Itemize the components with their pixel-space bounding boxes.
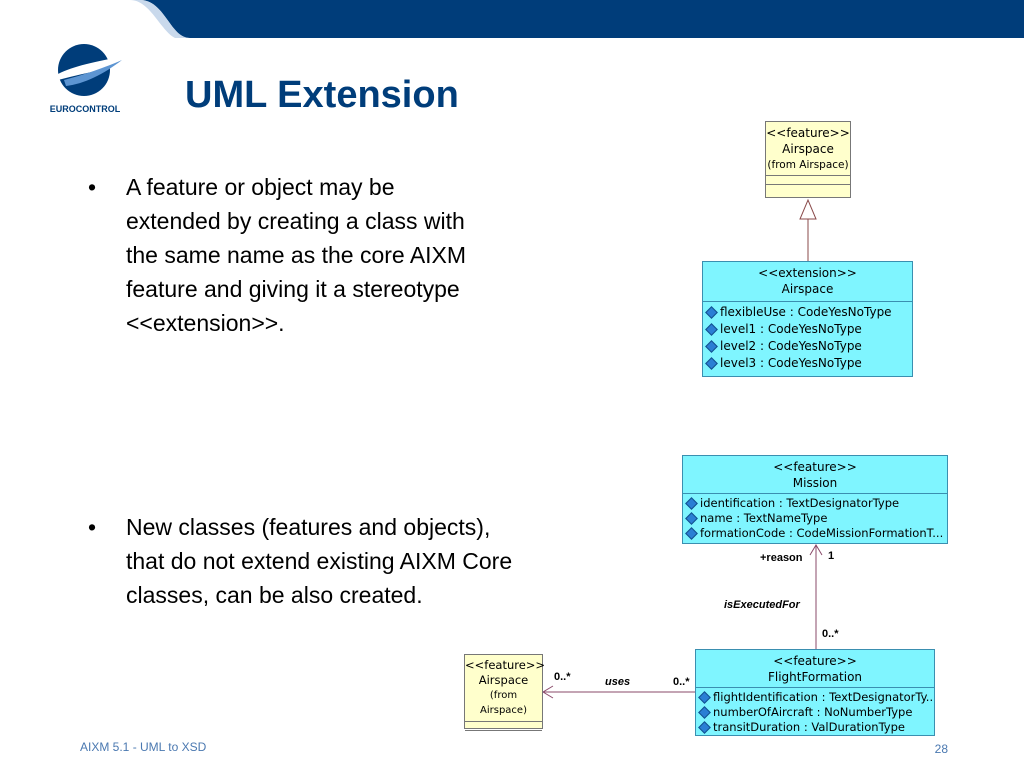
bullet-extension: • A feature or object may be extended by… [88, 170, 568, 350]
attribute-row: level3 : CodeYesNoType [705, 355, 908, 372]
attribute-icon [705, 323, 718, 336]
class-name: Airspace [478, 673, 529, 687]
attribute-icon [698, 691, 711, 704]
role-label-reason: +reason [760, 552, 803, 564]
multiplicity-formation-uses: 0..* [673, 676, 690, 688]
bullet-text: New classes (features and objects), that… [126, 514, 513, 608]
attribute-row: identification : TextDesignatorType [685, 496, 943, 511]
compartment-divider [703, 301, 912, 302]
class-stereotype: <<feature>> [465, 658, 546, 672]
class-name: Airspace [781, 282, 834, 296]
multiplicity-mission: 1 [828, 550, 835, 562]
association-arrowhead [809, 544, 823, 556]
generalization-arrowhead [799, 198, 817, 220]
association-arrowhead [542, 685, 554, 699]
attribute-row: formationCode : CodeMissionFormationT... [685, 526, 943, 541]
multiplicity-airspace: 0..* [554, 671, 571, 683]
attribute-row: name : TextNameType [685, 511, 943, 526]
compartment-divider [766, 175, 850, 184]
attribute-row: transitDuration : ValDurationType [698, 720, 930, 735]
class-name: FlightFormation [767, 670, 863, 684]
page-number: 28 [934, 742, 948, 756]
attribute-icon [705, 340, 718, 353]
compartment-divider [766, 184, 850, 185]
attribute-icon [698, 721, 711, 734]
footer-title: AIXM 5.1 - UML to XSD [80, 740, 207, 754]
attribute-row: level1 : CodeYesNoType [705, 321, 908, 338]
attribute-icon [705, 357, 718, 370]
attribute-icon [685, 527, 698, 540]
bullet-marker: • [88, 514, 97, 540]
class-stereotype: <<feature>> [773, 460, 857, 474]
attribute-row: flexibleUse : CodeYesNoType [705, 304, 908, 321]
compartment-divider [683, 493, 947, 494]
eurocontrol-logo: EUROCONTROL [44, 40, 126, 118]
attribute-row: flightIdentification : TextDesignatorTy.… [698, 690, 934, 705]
class-airspace-core: <<feature>> Airspace (from Airspace) [765, 121, 851, 198]
attribute-icon [698, 706, 711, 719]
class-flight-formation: <<feature>> FlightFormation flightIdenti… [695, 649, 935, 736]
page-title: UML Extension [185, 74, 459, 116]
attribute-list: identification : TextDesignatorType name… [683, 494, 947, 543]
attribute-list: flightIdentification : TextDesignatorTy.… [696, 688, 934, 737]
multiplicity-formation: 0..* [822, 628, 839, 640]
class-name: Airspace [782, 142, 834, 156]
top-banner [0, 0, 1024, 38]
class-stereotype: <<feature>> [766, 126, 850, 140]
class-mission: <<feature>> Mission identification : Tex… [682, 455, 948, 544]
compartment-divider [465, 730, 542, 731]
class-stereotype: <<extension>> [758, 266, 857, 280]
class-airspace-extension: <<extension>> Airspace flexibleUse : Cod… [702, 261, 913, 377]
association-name-isexecutedfor: isExecutedFor [724, 599, 800, 611]
compartment-divider [696, 687, 934, 688]
attribute-icon [705, 306, 718, 319]
class-origin: (from Airspace) [480, 690, 527, 716]
association-name-uses: uses [605, 676, 631, 688]
bullet-new-classes: • New classes (features and objects), th… [88, 510, 608, 620]
brand-name: EUROCONTROL [49, 104, 121, 114]
class-stereotype: <<feature>> [773, 654, 857, 668]
bullet-text: A feature or object may be extended by c… [126, 174, 467, 336]
attribute-icon [685, 497, 698, 510]
attribute-row: numberOfAircraft : NoNumberType [698, 705, 930, 720]
class-origin: (from Airspace) [767, 159, 849, 171]
attribute-list: flexibleUse : CodeYesNoType level1 : Cod… [703, 302, 912, 374]
class-name: Mission [792, 476, 838, 490]
class-airspace-referenced: <<feature>> Airspace (from Airspace) [464, 654, 546, 731]
attribute-icon [685, 512, 698, 525]
compartment-divider [465, 721, 542, 730]
bullet-marker: • [88, 174, 97, 200]
attribute-row: level2 : CodeYesNoType [705, 338, 908, 355]
